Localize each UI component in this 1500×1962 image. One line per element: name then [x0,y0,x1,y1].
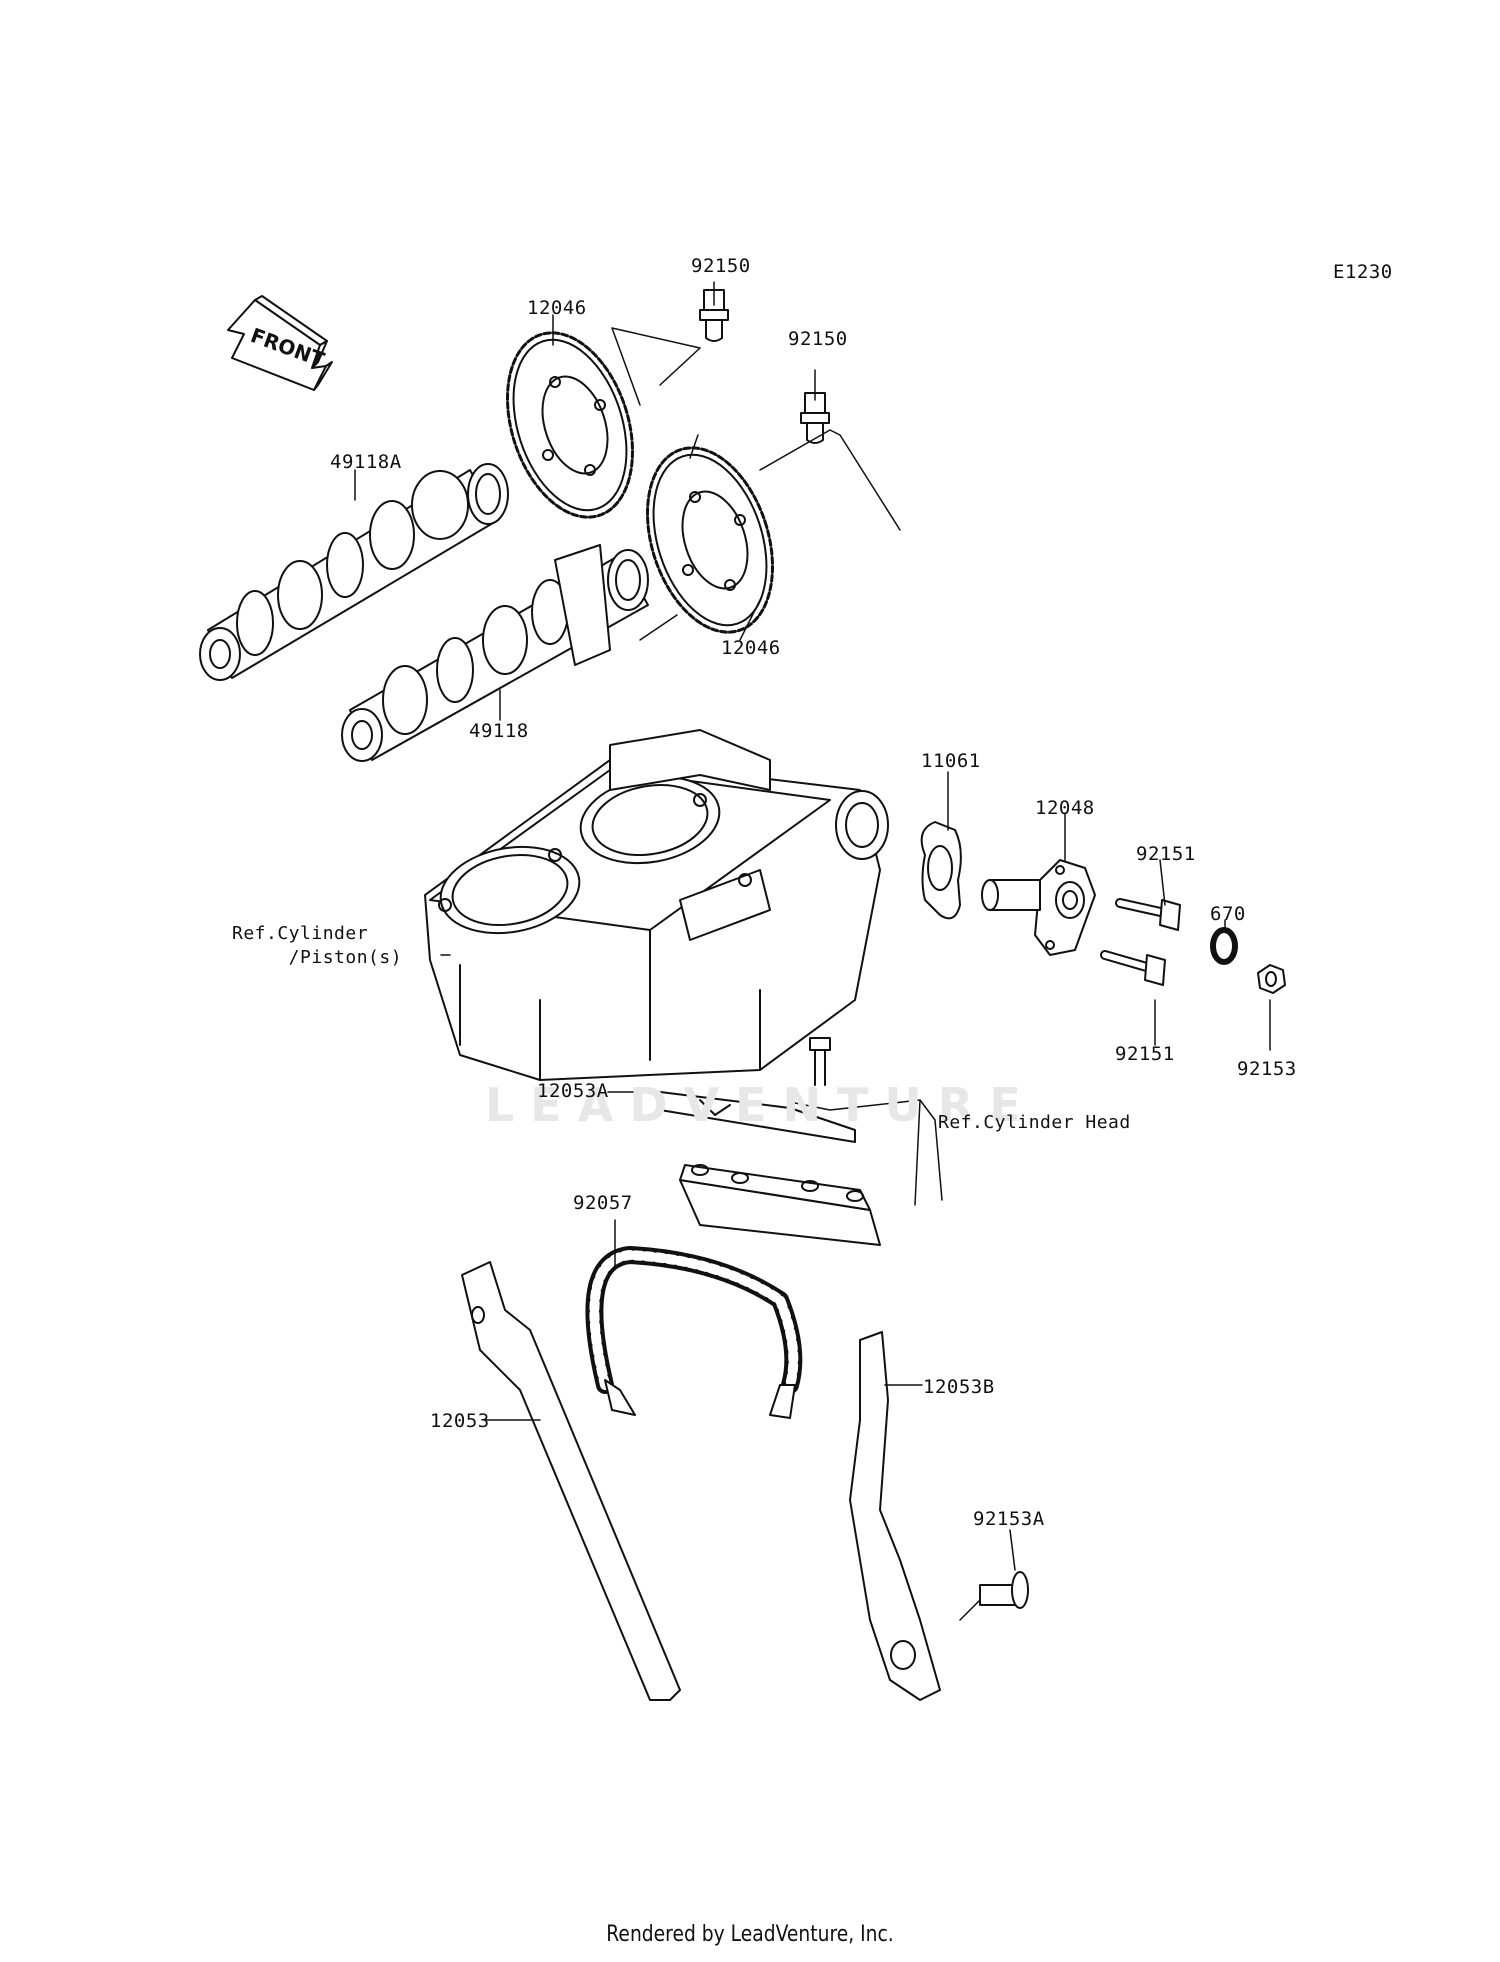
part-label-670[interactable]: 670 [1210,903,1246,925]
watermark: LEADVENTURE [485,1078,1037,1132]
part-label-12053[interactable]: 12053 [430,1410,490,1432]
bolt-92150-right [800,392,830,444]
bolt-92153A [979,1571,1029,1609]
head-bolt [809,1037,831,1086]
part-label-92151-bottom[interactable]: 92151 [1115,1043,1175,1065]
leader-lines [354,281,1271,1621]
part-label-11061[interactable]: 11061 [921,750,981,772]
part-label-92151-top[interactable]: 92151 [1136,843,1196,865]
cylinder-block [424,729,889,1081]
camshaft-49118 [341,544,649,762]
part-label-12048[interactable]: 12048 [1035,797,1095,819]
part-label-49118A[interactable]: 49118A [330,451,402,473]
part-label-12053B[interactable]: 12053B [923,1376,995,1398]
part-label-92150-right[interactable]: 92150 [788,328,848,350]
part-label-92057[interactable]: 92057 [573,1192,633,1214]
part-label-92150-top[interactable]: 92150 [691,255,751,277]
timing-chain-92057 [585,1246,803,1419]
gasket-11061 [920,821,962,920]
guide-12053A [659,1091,856,1143]
bolt-92151-lower [1100,950,1166,986]
bolt-92151-upper [1115,898,1181,931]
part-label-12053A[interactable]: 12053A [537,1080,609,1102]
camshaft-49118A [199,463,509,681]
part-label-12046-bottom[interactable]: 12046 [721,637,781,659]
o-ring-670 [1210,927,1238,965]
guide-12053B [849,1331,941,1701]
guide-12053 [461,1261,681,1701]
part-label-92153A[interactable]: 92153A [973,1508,1045,1530]
guide-lower-bracket [679,1164,881,1246]
ref-cylinder-piston: Ref.Cylinder /Piston(s) [232,923,403,968]
tensioner-12048 [981,859,1096,956]
sprocket-12046-upper [506,331,634,519]
footer-credit: Rendered by LeadVenture, Inc. [606,1922,894,1947]
nut-92153 [1257,964,1286,994]
ref-cylinder-head: Ref.Cylinder Head [938,1112,1131,1133]
part-label-12046-top[interactable]: 12046 [527,297,587,319]
sprocket-12046-lower [646,446,774,634]
part-label-49118[interactable]: 49118 [469,720,529,742]
front-arrow-icon: FRONT [227,295,333,391]
part-label-92153[interactable]: 92153 [1237,1058,1297,1080]
diagram-code: E1230 [1333,261,1393,283]
